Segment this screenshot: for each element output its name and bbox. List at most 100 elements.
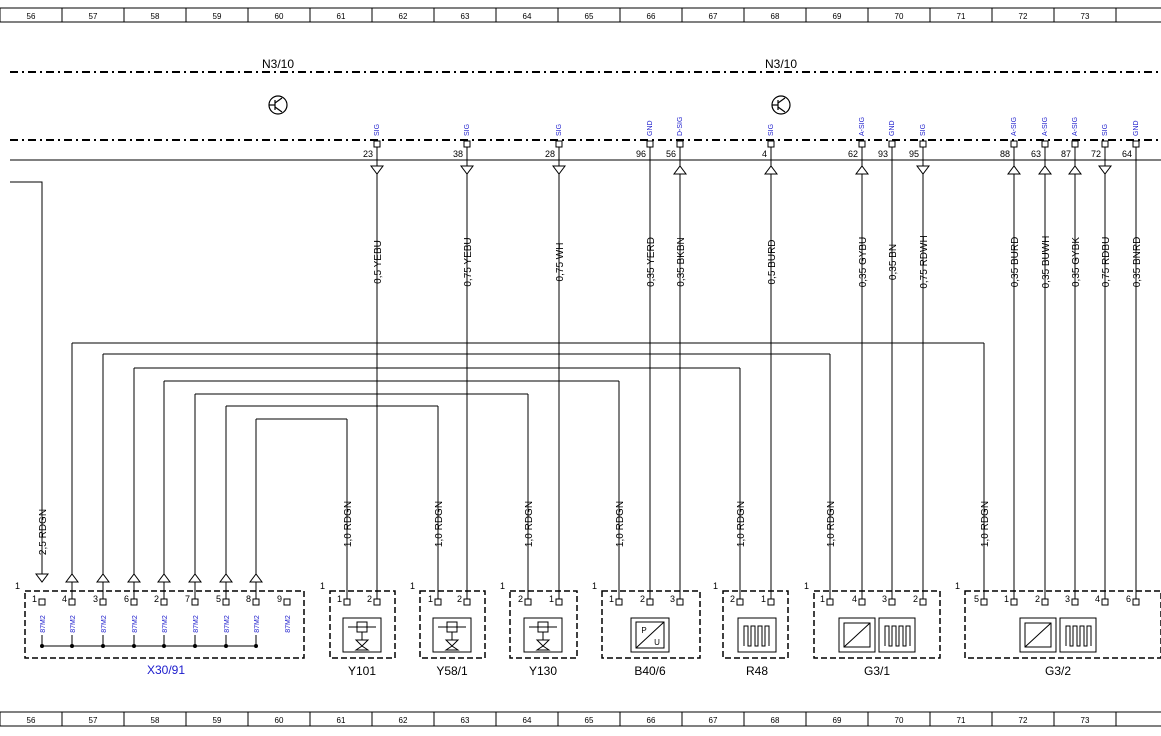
pin-terminal (1132, 140, 1140, 148)
connector-pin-number: 3 (93, 594, 98, 604)
pin-terminal (373, 598, 381, 606)
transistor-icon (771, 95, 791, 115)
connector-pin-number: 6 (124, 594, 129, 604)
valve-body (444, 639, 460, 651)
pin-terminal (68, 598, 76, 606)
ecu-pin-type: A-SIG (1042, 117, 1049, 136)
ecu-pin-number: 96 (636, 149, 646, 159)
symbol-box (630, 617, 670, 653)
component-pin-one-marker: 1 (804, 581, 809, 591)
ecu-pin-type: GND (647, 120, 654, 136)
ecu-pin-number: 63 (1031, 149, 1041, 159)
pin-terminal (1010, 598, 1018, 606)
grid-label: 64 (523, 716, 532, 725)
pin-terminal (222, 598, 230, 606)
grid-label: 72 (1019, 716, 1028, 725)
connector-pin-code: 87M2 (162, 615, 169, 633)
ecu-pin-number: 95 (909, 149, 919, 159)
connector-pin-code: 87M2 (224, 615, 231, 633)
symbol-inner (1024, 622, 1052, 648)
pin-terminal (1132, 598, 1140, 606)
grid-label: 57 (89, 12, 98, 21)
component-pin-one-marker: 1 (500, 581, 505, 591)
sensor-icon (1019, 617, 1097, 653)
pin-terminal (888, 598, 896, 606)
wire-label: 0,35 BN (888, 244, 899, 280)
component-label: Y101 (348, 664, 376, 678)
connector-pin-code: 87M2 (101, 615, 108, 633)
ecu-pin-number: 23 (363, 149, 373, 159)
pin-terminal (555, 598, 563, 606)
pin-terminal (676, 140, 684, 148)
component-pin-one-marker: 1 (410, 581, 415, 591)
ecu-pin-number: 64 (1122, 149, 1132, 159)
ecu-pin-number: 56 (666, 149, 676, 159)
connector-pin-code: 87M2 (70, 615, 77, 633)
connector-pin: 3 87M2 (93, 594, 108, 646)
ecu-pin-number: 38 (453, 149, 463, 159)
wire-label: 0,35 BURD (1010, 237, 1021, 288)
component-pin-number: 2 (640, 594, 645, 604)
component-pin-one-marker: 1 (592, 581, 597, 591)
ecu-pin-number: 72 (1091, 149, 1101, 159)
grid-label: 62 (399, 716, 408, 725)
pin-terminal (1101, 140, 1109, 148)
pin-terminal (1101, 598, 1109, 606)
pin-terminal (919, 140, 927, 148)
grid-label: 67 (709, 12, 718, 21)
pin-terminal (919, 598, 927, 606)
diagonal (1024, 622, 1052, 648)
pin-terminal (858, 140, 866, 148)
pin-terminal (524, 598, 532, 606)
pin-terminal (767, 140, 775, 148)
component-pin-number: 1 (428, 594, 433, 604)
junction-dot (40, 644, 44, 648)
component-pin-number: 5 (974, 594, 979, 604)
connector-pin-one-marker: 1 (15, 581, 20, 591)
component-outline (964, 590, 1161, 659)
pin-terminal (373, 140, 381, 148)
pressure-sensor-icon: PU (630, 617, 670, 653)
component-label: Y130 (529, 664, 557, 678)
junction-dot (224, 644, 228, 648)
component-pin-number: 3 (670, 594, 675, 604)
wire-label: 1,0 RDGN (826, 501, 837, 547)
junction-dot (254, 644, 258, 648)
wire-label: 0,75 RDBU (1101, 237, 1112, 288)
pin-terminal (858, 598, 866, 606)
ecu-pin-type: GND (1133, 120, 1140, 136)
pin-terminal (191, 598, 199, 606)
pin-terminal (1010, 140, 1018, 148)
signal-arrow-down (552, 165, 566, 175)
symbol-box (432, 617, 472, 653)
component-pin-number: 2 (367, 594, 372, 604)
grid-label: 60 (275, 12, 284, 21)
component-pin-number: 2 (1035, 594, 1040, 604)
signal-arrow-up (65, 573, 79, 583)
signal-arrow-down (1098, 165, 1112, 175)
bus-wire: 1,0 RDGN (188, 393, 535, 599)
supply-wire: 2,5 RDGN (10, 181, 49, 583)
grid-label: 56 (27, 12, 36, 21)
grid-label: 73 (1081, 12, 1090, 21)
grid-label: 70 (895, 716, 904, 725)
signal-arrow-down (370, 165, 384, 175)
resistor-meander-icon (737, 617, 777, 653)
signal-arrow-up (157, 573, 171, 583)
component-outline (813, 590, 941, 659)
ecu-pin-type: SIG (556, 124, 563, 136)
wire-label: 0,35 YERD (646, 237, 657, 287)
signal-arrow-up (1007, 165, 1021, 175)
pin-terminal (283, 598, 291, 606)
ecu-pin-type: SIG (464, 124, 471, 136)
pin-terminal (343, 598, 351, 606)
